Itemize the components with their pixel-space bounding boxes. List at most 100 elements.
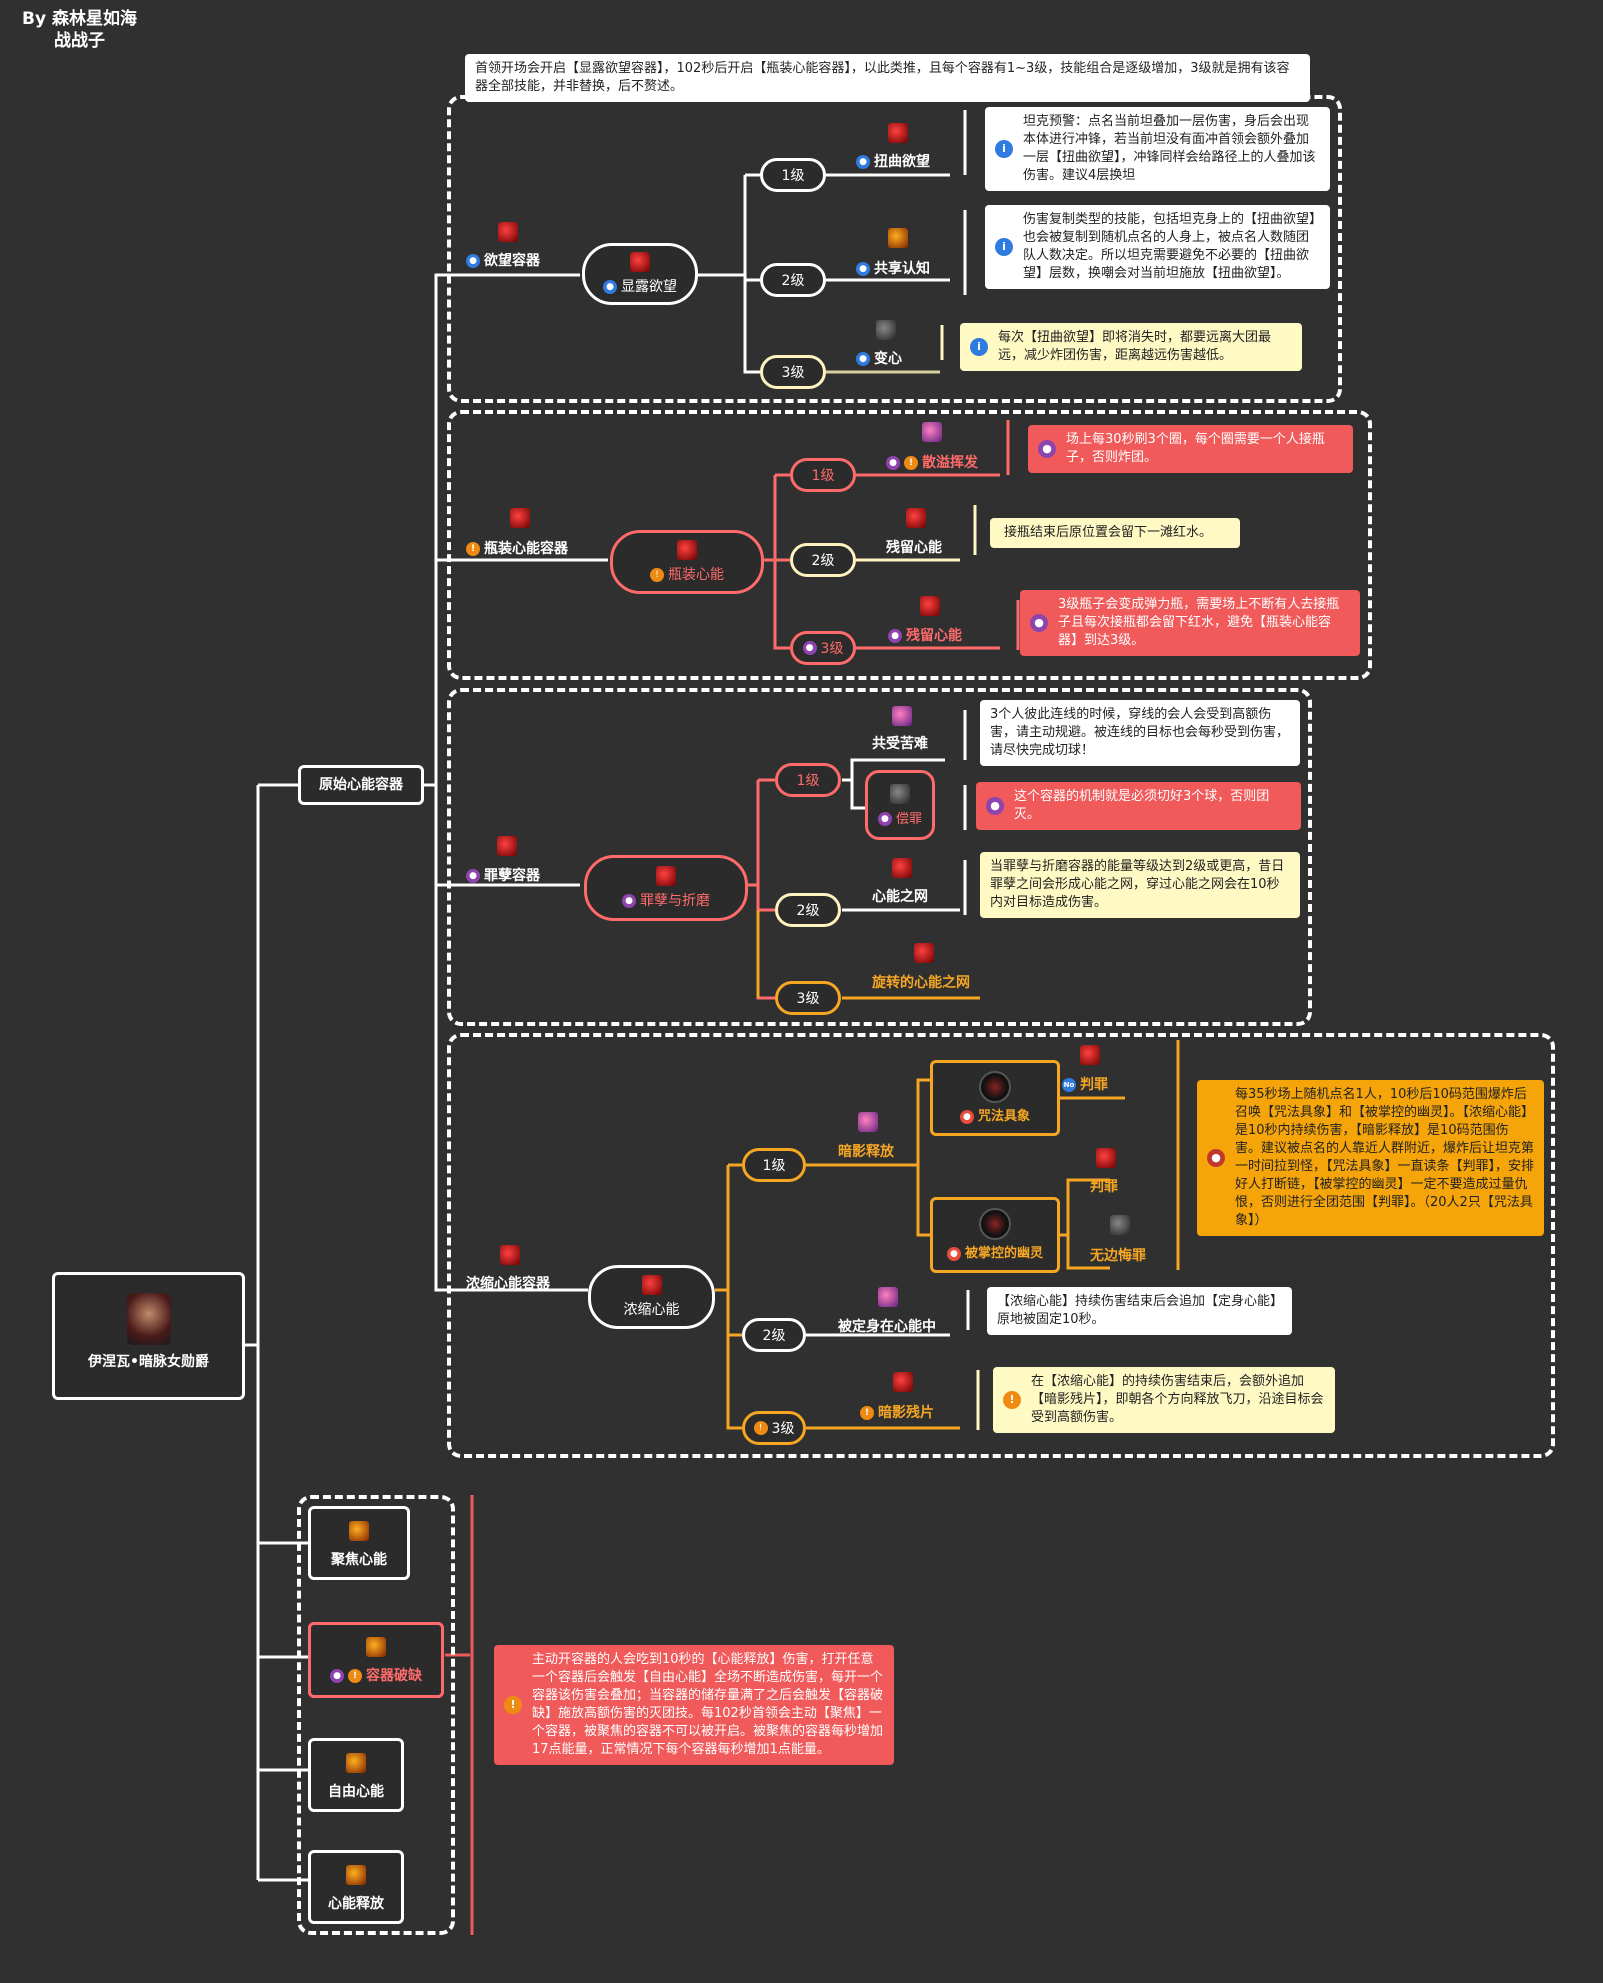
sin-note-1: 3个人彼此连线的时候，穿线的会人会受到高额伤害，请主动规避。被连线的目标也会每秒…	[980, 700, 1300, 766]
info-icon: i	[995, 238, 1013, 256]
ability-label: 无边悔罪	[1090, 1248, 1146, 1264]
ability-label: 心能之网	[872, 889, 928, 905]
sin-section-frame	[447, 688, 1312, 1026]
ability-shared-cognition[interactable]: ●共享认知	[856, 258, 930, 278]
alert-icon: !	[504, 1696, 522, 1714]
ability-anima-rooted[interactable]: 被定身在心能中	[838, 1316, 936, 1336]
ability-shared-suffering[interactable]: 共受苦难	[872, 733, 928, 753]
healer-icon: ●	[946, 1246, 961, 1261]
ability-icon	[888, 123, 908, 143]
ability-change-of-heart[interactable]: ●变心	[856, 348, 902, 368]
note-text: 接瓶结束后原位置会留下一滩红水。	[1004, 525, 1213, 540]
tank-role-icon: ●	[856, 155, 870, 169]
conjured-manifestation-node[interactable]: ●咒法具象	[930, 1060, 1060, 1136]
bottle-skill-node[interactable]: !瓶装心能	[610, 530, 764, 594]
ability-icon	[878, 1287, 898, 1307]
ability-shadow-release[interactable]: 暗影释放	[838, 1141, 894, 1161]
ability-icon	[346, 1865, 366, 1885]
note-text: 场上每30秒刷3个圈，每个圈需要一个人接瓶子，否则炸团。	[1066, 432, 1325, 465]
healer-icon: ●	[1207, 1149, 1225, 1167]
dps-role-icon: ●	[622, 894, 636, 908]
bottle-note-3: ●3级瓶子会变成弹力瓶，需要场上不断有人去接瓶子且每次接瓶都会留下红水，避免【瓶…	[1020, 590, 1360, 656]
desire-level-2[interactable]: 2级	[760, 263, 826, 297]
ability-lingering-anima[interactable]: 残留心能	[886, 537, 942, 557]
ability-icon	[922, 422, 942, 442]
note-text: 主动开容器的人会吃到10秒的【心能释放】伤害，打开任意一个容器后会触发【自由心能…	[532, 1652, 884, 1757]
ability-rotating-anima-web[interactable]: 旋转的心能之网	[872, 972, 970, 992]
concentrate-level-3[interactable]: !3级	[742, 1411, 806, 1445]
sin-level-2[interactable]: 2级	[775, 893, 841, 927]
desire-skill-icon	[630, 252, 650, 272]
ability-label: 共享认知	[874, 261, 930, 277]
healer-icon: ●	[959, 1109, 974, 1124]
ability-lingering-anima-2[interactable]: ●残留心能	[888, 625, 962, 645]
boss-name: 伊涅瓦•暗脉女勋爵	[88, 1354, 209, 1370]
desire-level-1[interactable]: 1级	[760, 158, 826, 192]
ability-condemn-2[interactable]: 判罪	[1090, 1176, 1118, 1196]
focus-anima-node[interactable]: 聚焦心能	[308, 1506, 410, 1580]
sin-level-3[interactable]: 3级	[775, 981, 841, 1015]
sin-level-1[interactable]: 1级	[775, 763, 841, 797]
item-label: 自由心能	[328, 1784, 384, 1800]
desire-note-3: i 每次【扭曲欲望】即将消失时，都要远离大团最远，减少炸团伤害，距离越远伤害越低。	[960, 323, 1302, 371]
concentrate-container-label[interactable]: 浓缩心能容器	[466, 1273, 550, 1293]
main-branch-node[interactable]: 原始心能容器	[298, 765, 424, 805]
note-text: 坦克预警：点名当前坦叠加一层伤害，身后会出现本体进行冲锋，若当前坦没有面冲首领会…	[1023, 114, 1316, 183]
desire-container-label[interactable]: ●欲望容器	[466, 250, 540, 270]
ability-expose-node[interactable]: ●偿罪	[865, 770, 935, 840]
concentrate-level-1[interactable]: 1级	[742, 1148, 806, 1182]
dps-role-icon: ●	[886, 456, 900, 470]
dominated-spirit-node[interactable]: ●被掌控的幽灵	[930, 1197, 1060, 1273]
ability-twisted-desire[interactable]: ●扭曲欲望	[856, 151, 930, 171]
ability-icon	[888, 228, 908, 248]
note-text: 每次【扭曲欲望】即将消失时，都要远离大团最远，减少炸团伤害，距离越远伤害越低。	[998, 330, 1272, 363]
alert-icon: !	[1003, 1391, 1021, 1409]
note-text: 在【浓缩心能】的持续伤害结束后，会额外追加【暗影残片】，即朝各个方向释放飞刀，沿…	[1031, 1374, 1324, 1425]
concentrate-note-3: ! 在【浓缩心能】的持续伤害结束后，会额外追加【暗影残片】，即朝各个方向释放飞刀，…	[993, 1367, 1335, 1433]
intro-note: 首领开场会开启【显露欲望容器】，102秒后开启【瓶装心能容器】，以此类推，且每个…	[465, 54, 1310, 102]
bottle-container-label[interactable]: !瓶装心能容器	[466, 538, 568, 558]
ability-icon	[366, 1637, 386, 1657]
level-label: 3级	[820, 641, 844, 657]
ability-volatile-ejection[interactable]: ●!散溢挥发	[886, 452, 978, 472]
desire-skill-node[interactable]: ●显露欲望	[582, 243, 698, 305]
author-subline: 战战子	[53, 31, 105, 51]
ability-icon	[349, 1521, 369, 1541]
sin-container-text: 罪孽容器	[484, 868, 540, 884]
desire-container-text: 欲望容器	[484, 253, 540, 269]
concentrate-skill-node[interactable]: 浓缩心能	[588, 1265, 715, 1329]
ability-icon	[893, 1372, 913, 1392]
ability-label: 被定身在心能中	[838, 1319, 936, 1335]
author-header: By 森林星如海 战战子	[22, 8, 137, 52]
ability-label: 残留心能	[886, 540, 942, 556]
ability-label: 变心	[874, 351, 902, 367]
dps-role-icon: ●	[466, 869, 480, 883]
anima-release-node[interactable]: 心能释放	[308, 1850, 404, 1924]
ability-label: 判罪	[1090, 1179, 1118, 1195]
bottle-level-2[interactable]: 2级	[790, 543, 856, 577]
ability-icon	[858, 1112, 878, 1132]
bottle-level-3[interactable]: ●3级	[790, 631, 856, 665]
bottle-skill-icon	[677, 540, 697, 560]
desire-level-3[interactable]: 3级	[760, 355, 826, 389]
bottle-level-1[interactable]: 1级	[790, 458, 856, 492]
boss-root-node[interactable]: 伊涅瓦•暗脉女勋爵	[52, 1272, 245, 1400]
sin-skill-node[interactable]: ●罪孽与折磨	[584, 855, 748, 921]
info-icon: i	[970, 338, 988, 356]
container-burst-node[interactable]: ●!容器破缺	[308, 1622, 444, 1698]
concentrate-note-2: 【浓缩心能】持续伤害结束后会追加【定身心能】原地被固定10秒。	[987, 1287, 1292, 1335]
concentrate-level-2[interactable]: 2级	[742, 1318, 806, 1352]
desire-section-frame	[447, 95, 1342, 403]
ability-anima-web[interactable]: 心能之网	[872, 886, 928, 906]
ability-shadow-shard[interactable]: !暗影残片	[860, 1402, 934, 1422]
sin-container-label[interactable]: ● 罪孽容器	[466, 865, 540, 885]
ability-icon	[1080, 1045, 1100, 1065]
ability-label: 偿罪	[895, 811, 922, 827]
ability-boundless-repentance[interactable]: 无边悔罪	[1090, 1245, 1146, 1265]
bottle-note-2: 接瓶结束后原位置会留下一滩红水。	[990, 518, 1240, 548]
bottle-container-icon	[510, 508, 530, 528]
unleashed-anima-node[interactable]: 自由心能	[308, 1738, 404, 1812]
